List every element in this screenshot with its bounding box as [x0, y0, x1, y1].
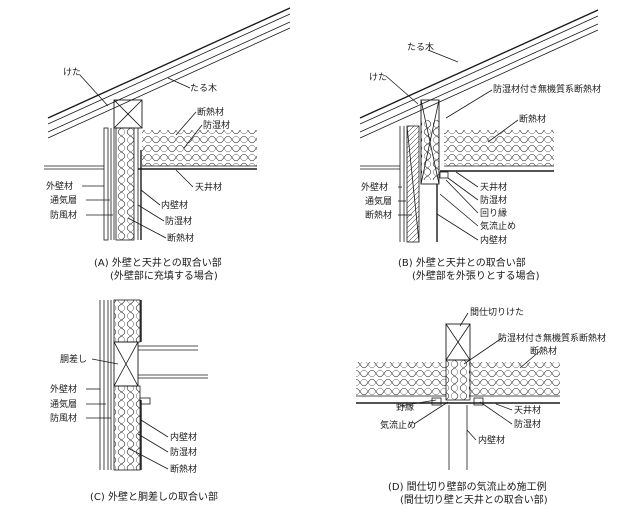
label-tenjo: 天井材	[195, 181, 222, 193]
label-naiheki: 内壁材	[161, 199, 188, 211]
label-tsuki: 通気層	[365, 195, 392, 207]
label-kiryudome: 気流止め	[480, 220, 516, 232]
leaders-b	[385, 49, 519, 241]
label-gaiheki: 外壁材	[361, 181, 388, 193]
label-naiheki: 内壁材	[170, 431, 197, 443]
label-dannetsu-side: 断熱材	[365, 209, 392, 221]
label-naiheki: 内壁材	[480, 234, 507, 246]
label-mawaribuchi: 回り縁	[480, 207, 507, 219]
label-keta: けた	[369, 72, 387, 83]
label-bofu: 防風材	[50, 412, 77, 424]
panel-b: たる木 けた 防湿材付き無機質系断熱材 断熱材 外壁材 通気層 断熱材 天井材 …	[359, 9, 601, 282]
label-boshitsu-tsuki: 防湿材付き無機質系断熱材	[498, 332, 606, 344]
label-gaiheki: 外壁材	[46, 180, 73, 192]
label-boshitsu: 防湿材	[165, 215, 192, 227]
label-boshitsu-top: 防湿材	[203, 119, 230, 131]
roof-b	[359, 9, 599, 139]
panel-d: 間仕切りけた 防湿材付き無機質系断熱材 断熱材 野縁 気流止め 天井材 防湿材 …	[356, 306, 606, 506]
label-tsuki: 通気層	[50, 194, 77, 206]
wall-a	[103, 99, 143, 241]
wall-b	[399, 99, 440, 243]
caption-c-1: (C) 外壁と胴差しの取合い部	[90, 490, 218, 503]
label-boshitsu-tsuki: 防湿材付き無機質系断熱材	[493, 83, 601, 95]
label-taruki: たる木	[407, 41, 434, 53]
label-taruki: たる木	[190, 82, 217, 94]
caption-d-2: (間仕切り壁と天井との取合い部)	[400, 493, 548, 506]
label-dannetsu: 断熱材	[167, 232, 194, 244]
label-boshitsu: 防湿材	[170, 446, 197, 458]
label-boshitsu: 防湿材	[480, 194, 507, 206]
partition-d	[445, 323, 471, 470]
label-dousashi: 胴差し	[60, 353, 87, 365]
panel-a: けた たる木 断熱材 防湿材 天井材 外壁材 通気層 防風材 内壁材 防湿材 断…	[44, 7, 291, 282]
label-keta: けた	[63, 67, 81, 78]
label-gaiheki: 外壁材	[50, 383, 77, 395]
label-majikiri-keta: 間仕切りけた	[470, 306, 524, 318]
caption-a-1: (A) 外壁と天井との取合い部	[94, 256, 222, 269]
label-dannetsu: 断熱材	[530, 345, 557, 357]
label-kiryudome: 気流止め	[380, 419, 416, 431]
label-tenjo: 天井材	[480, 181, 507, 193]
panel-c: 胴差し 外壁材 通気層 防風材 内壁材 防湿材 断熱材 (C) 外壁と胴差しの取…	[50, 299, 218, 503]
caption-d-1: (D) 間仕切り壁部の気流止め施工例	[388, 480, 547, 493]
label-dannetsu-top: 断熱材	[519, 113, 546, 125]
caption-b-1: (B) 外壁と天井との取合い部	[398, 256, 526, 269]
label-dannetsu: 断熱材	[170, 463, 197, 475]
leaders-a	[79, 74, 203, 239]
caption-b-2: (外壁部を外張りとする場合)	[412, 269, 540, 282]
ceiling-d	[356, 362, 560, 406]
label-tsuki: 通気層	[50, 398, 77, 410]
label-naiheki: 内壁材	[478, 434, 505, 446]
leaders-c	[86, 358, 169, 470]
caption-a-2: (外壁部に充填する場合)	[110, 269, 218, 282]
wall-c	[99, 299, 142, 471]
label-bofu: 防風材	[50, 209, 77, 221]
floor-c	[138, 345, 208, 405]
label-nobuchi: 野縁	[396, 401, 414, 413]
label-boshitsu: 防湿材	[514, 418, 541, 430]
label-tenjo: 天井材	[514, 404, 541, 416]
ceiling-a	[44, 130, 257, 170]
leaders-d	[399, 312, 541, 441]
roof-a	[47, 7, 291, 139]
ceiling-b	[360, 130, 554, 179]
label-dannetsu-top: 断熱材	[197, 106, 224, 118]
